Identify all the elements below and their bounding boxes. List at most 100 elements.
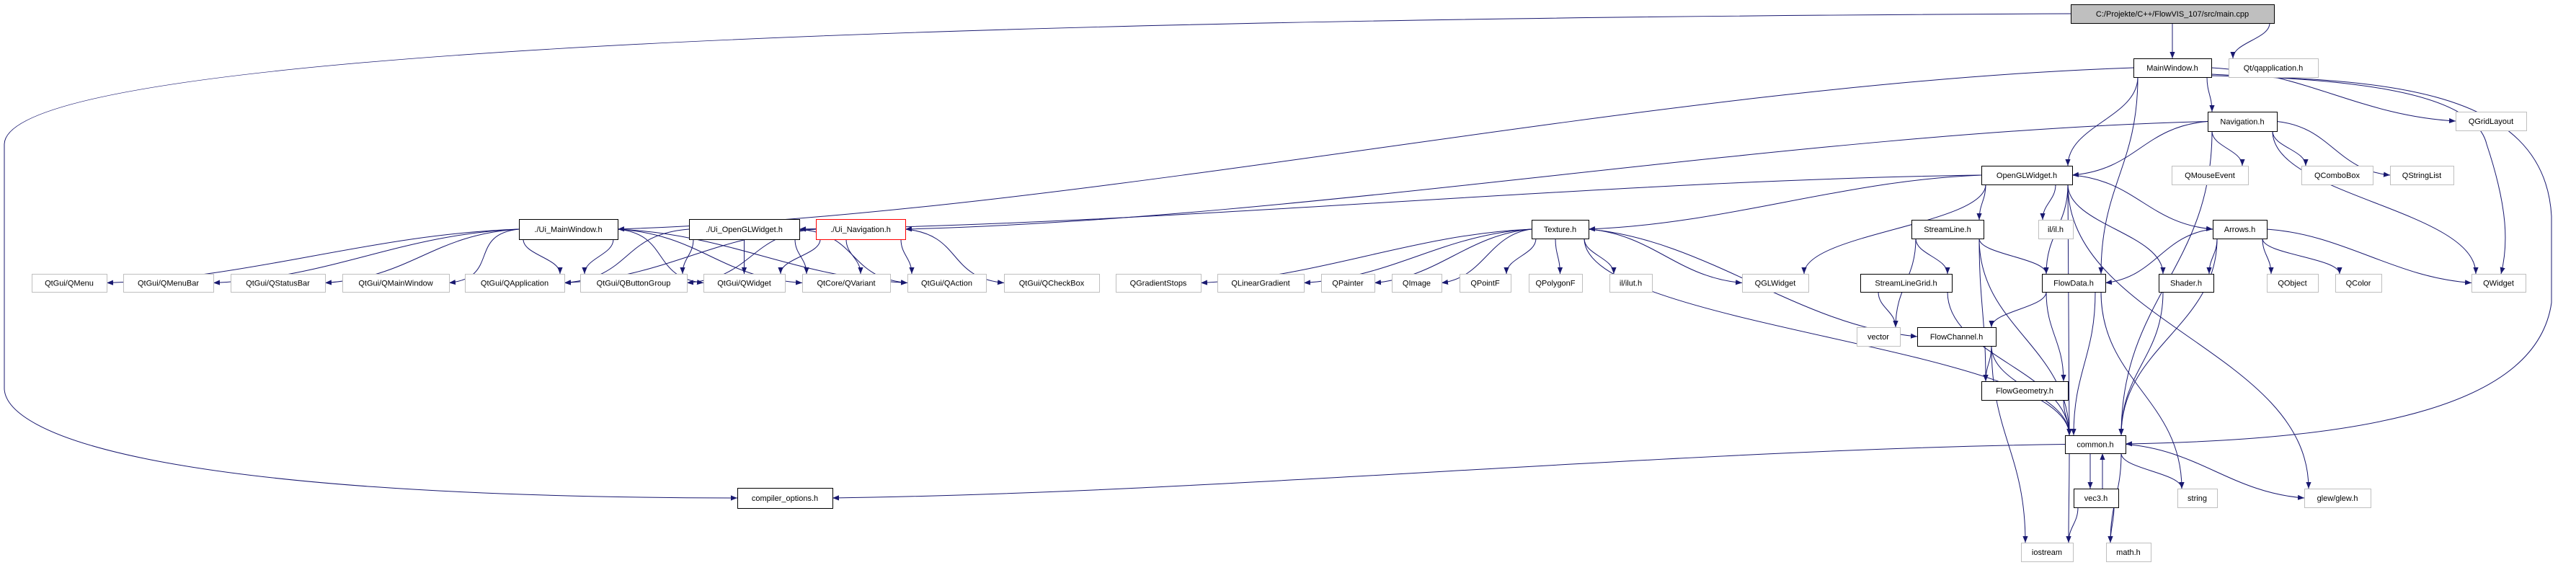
edge-mainwindow-to-navigation (2206, 76, 2215, 112)
node-label: StreamLineGrid.h (1875, 280, 1937, 288)
node-box (2074, 489, 2119, 508)
edge-common-to-string (2120, 453, 2185, 489)
node-flowchannel[interactable]: FlowChannel.h (1917, 327, 1997, 347)
node-ui_main[interactable]: ./Ui_MainWindow.h (519, 219, 618, 240)
node-box (2065, 435, 2126, 454)
node-qpointf: QPointF (1460, 274, 1511, 293)
node-qaction: QtGui/QAction (907, 274, 987, 293)
nodes-layer: C:/Projekte/C++/FlowVIS_107/src/main.cpp… (32, 4, 2527, 562)
node-box (2471, 274, 2526, 293)
edge-streamline-to-flowdata (1978, 238, 2049, 275)
node-box (2106, 543, 2151, 562)
edge-common-to-compiler (832, 444, 2066, 501)
node-streamlinegrid[interactable]: StreamLineGrid.h (1860, 274, 1953, 293)
edge-texture-to-common (1584, 238, 2072, 436)
node-box (2071, 4, 2275, 24)
node-qstringlist: QStringList (2390, 166, 2454, 185)
node-label: QtGui/QMenu (45, 280, 94, 288)
node-box (2038, 220, 2074, 239)
node-main[interactable]: C:/Projekte/C++/FlowVIS_107/src/main.cpp (2071, 4, 2275, 24)
node-box (1321, 274, 1375, 293)
node-mathh: math.h (2106, 543, 2151, 562)
node-label: QStringList (2402, 172, 2441, 180)
node-label: MainWindow.h (2146, 64, 2198, 73)
node-texture[interactable]: Texture.h (1532, 220, 1589, 239)
node-label: QGradientStops (1130, 280, 1187, 288)
node-qgridlayout: QGridLayout (2456, 112, 2527, 131)
node-label: QPointF (1470, 280, 1500, 288)
node-label: QGridLayout (2469, 117, 2513, 126)
edge-flowdata-to-string (2100, 291, 2185, 489)
node-ui_opengl[interactable]: ./Ui_OpenGLWidget.h (689, 219, 800, 240)
node-qcombobox: QComboBox (2301, 166, 2373, 185)
node-label: ./Ui_Navigation.h (830, 226, 891, 234)
node-label: math.h (2116, 548, 2141, 557)
node-ilh: il/il.h (2038, 220, 2074, 239)
edge-navigation-to-opengl (2071, 121, 2208, 177)
node-label: QtGui/QCheckBox (1019, 280, 1085, 288)
node-ui_nav[interactable]: ./Ui_Navigation.h (816, 219, 906, 240)
node-qmenubar: QtGui/QMenuBar (123, 274, 214, 293)
node-box (342, 274, 450, 293)
edge-flowchannel-to-iostream (1991, 345, 2028, 543)
edge-texture-to-ilut (1584, 238, 1617, 275)
node-streamline[interactable]: StreamLine.h (1911, 220, 1984, 239)
edge-arrows-to-qobject (2262, 238, 2274, 275)
node-qpolygonf: QPolygonF (1529, 274, 1583, 293)
node-shader[interactable]: Shader.h (2159, 274, 2214, 293)
edge-ui_nav-to-qvariant (845, 239, 863, 275)
node-label: QtGui/QStatusBar (246, 280, 310, 288)
edge-shader-to-common (2118, 291, 2164, 436)
edge-navigation-to-qmouseevent (2211, 130, 2245, 166)
node-qlineargradient: QLinearGradient (1217, 274, 1305, 293)
node-opengl[interactable]: OpenGLWidget.h (1981, 166, 2073, 185)
node-ilut: il/ilut.h (1609, 274, 1653, 293)
edge-ui_main-to-qmainwindow (448, 228, 520, 285)
node-box (1217, 274, 1305, 293)
node-common[interactable]: common.h (2065, 435, 2126, 454)
node-qgradientstops: QGradientStops (1116, 274, 1202, 293)
edge-navigation-to-qwidget (2272, 130, 2479, 275)
node-label: QtGui/QApplication (481, 280, 548, 288)
edge-flowchannel-to-flowgeometry (1983, 345, 1992, 382)
node-label: C:/Projekte/C++/FlowVIS_107/src/main.cpp (2096, 10, 2249, 19)
node-label: QWidget (2483, 280, 2514, 288)
node-navigation[interactable]: Navigation.h (2208, 112, 2278, 132)
node-qwidget: QWidget (2471, 274, 2526, 293)
node-flowdata[interactable]: FlowData.h (2042, 274, 2106, 293)
node-arrows[interactable]: Arrows.h (2213, 220, 2268, 239)
edge-arrows-to-flowdata (2105, 228, 2213, 285)
edge-flowdata-to-flowgeometry (2046, 291, 2066, 382)
node-compiler[interactable]: compiler_options.h (737, 488, 833, 509)
node-box (1981, 166, 2073, 185)
node-vec3[interactable]: vec3.h (2074, 489, 2119, 508)
node-label: QtGui/QMainWindow (358, 280, 432, 288)
node-box (1981, 381, 2069, 401)
node-label: ./Ui_MainWindow.h (534, 226, 602, 234)
node-qmainwindow: QtGui/QMainWindow (342, 274, 450, 293)
node-string: string (2177, 489, 2218, 508)
edge-navigation-to-ui_nav (905, 121, 2208, 232)
edge-opengl-to-texture (1588, 174, 1982, 232)
edge-vec3-to-iostream (2066, 507, 2079, 543)
node-label: QtGui/QAction (921, 280, 972, 288)
node-label: FlowData.h (2053, 280, 2094, 288)
node-box (1911, 220, 1984, 239)
node-box (2159, 274, 2214, 293)
node-box (2208, 112, 2278, 132)
edge-mainwindow-to-common (2125, 75, 2552, 447)
node-label: common.h (2077, 441, 2113, 450)
node-label: QComboBox (2314, 172, 2360, 180)
edge-streamline-to-common (1978, 238, 2072, 436)
node-qcheckbox: QtGui/QCheckBox (1004, 274, 1100, 293)
node-glew: glew/glew.h (2304, 489, 2371, 508)
node-box (2456, 112, 2527, 131)
node-box (1742, 274, 1809, 293)
edge-texture-to-qpointf (1504, 238, 1537, 275)
node-flowgeometry[interactable]: FlowGeometry.h (1981, 381, 2069, 401)
node-mainwindow[interactable]: MainWindow.h (2133, 58, 2212, 78)
node-label: QtGui/QMenuBar (138, 280, 199, 288)
edge-arrows-to-qcolor (2262, 238, 2342, 275)
node-box (1857, 327, 1901, 347)
